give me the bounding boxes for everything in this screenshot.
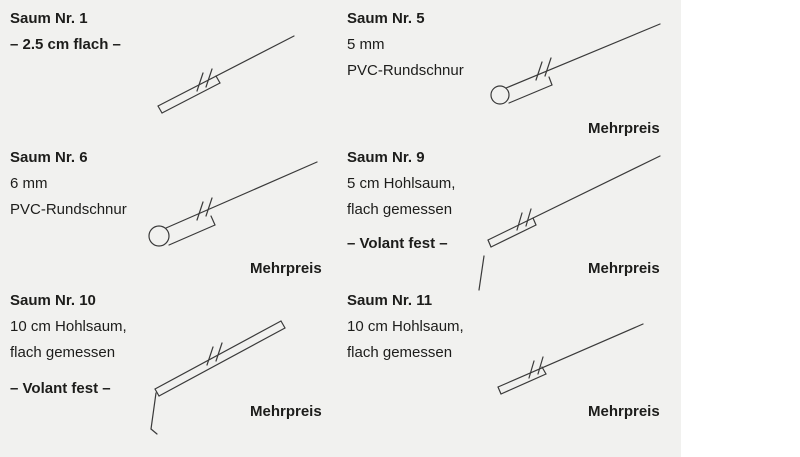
hollow-hem-volant-drawing [478, 155, 661, 291]
saum-desc-line: 10 cm Hohlsaum, [347, 318, 464, 335]
hem-types-panel [0, 0, 681, 457]
saum-1-block: Saum Nr. 1 – 2.5 cm flach – [10, 6, 121, 58]
saum-title: Saum Nr. 5 [347, 10, 425, 27]
saum-desc-line: 6 mm [10, 175, 48, 192]
saum-10-block: Saum Nr. 10 10 cm Hohlsaum, flach gemess… [10, 288, 127, 402]
saum-desc-line: 5 cm Hohlsaum, [347, 175, 456, 192]
mehrpreis-label: Mehrpreis [250, 403, 322, 420]
saum-5-block: Saum Nr. 5 5 mm PVC-Rundschnur [347, 6, 464, 84]
saum-title: Saum Nr. 6 [10, 149, 88, 166]
saum-desc-line: flach gemessen [10, 344, 116, 361]
hollow-hem-drawing [497, 323, 644, 395]
saum-title: Saum Nr. 10 [10, 292, 96, 309]
hollow-hem-volant-drawing [150, 320, 286, 435]
saum-9-block: Saum Nr. 9 5 cm Hohlsaum, flach gemessen… [347, 145, 455, 257]
saum-note: – Volant fest – [10, 380, 111, 397]
mehrpreis-label: Mehrpreis [250, 260, 322, 277]
saum-desc-line: 5 mm [347, 36, 385, 53]
saum-6-block: Saum Nr. 6 6 mm PVC-Rundschnur [10, 145, 127, 223]
saum-desc-line: PVC-Rundschnur [10, 201, 127, 218]
saum-desc-line: PVC-Rundschnur [347, 62, 464, 79]
saum-title: Saum Nr. 11 [347, 292, 433, 309]
flat-hem-drawing [157, 35, 295, 114]
saum-note: – 2.5 cm flach – [10, 36, 121, 53]
mehrpreis-label: Mehrpreis [588, 120, 660, 137]
saum-desc-line: 10 cm Hohlsaum, [10, 318, 127, 335]
saum-11-block: Saum Nr. 11 10 cm Hohlsaum, flach gemess… [347, 288, 464, 366]
saum-note: – Volant fest – [347, 235, 448, 252]
saum-title: Saum Nr. 9 [347, 149, 425, 166]
mehrpreis-label: Mehrpreis [588, 403, 660, 420]
pvc-cord-hem-drawing [490, 23, 661, 105]
pvc-cord-hem-drawing [148, 161, 318, 247]
saum-desc-line: flach gemessen [347, 201, 453, 218]
mehrpreis-label: Mehrpreis [588, 260, 660, 277]
saum-title: Saum Nr. 1 [10, 10, 88, 27]
saum-desc-line: flach gemessen [347, 344, 453, 361]
